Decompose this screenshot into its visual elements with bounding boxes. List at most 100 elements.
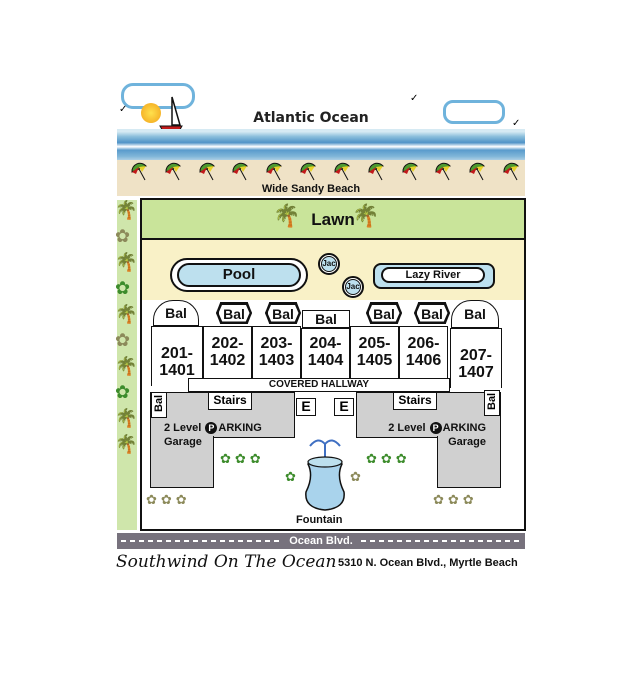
umbrella-icon (266, 162, 283, 181)
balcony-label: Bal (218, 304, 250, 322)
sun-icon (141, 103, 161, 123)
lawn-area (142, 200, 524, 240)
parking-garage-right-wing (437, 436, 501, 488)
cloud-icon (443, 100, 505, 124)
umbrella-icon (435, 162, 452, 181)
jacuzzi-1: Jac (318, 253, 340, 275)
umbrella-icon (368, 162, 384, 181)
shrub-icon: ✿ (115, 330, 131, 350)
parking-word: ARKING (442, 422, 486, 434)
pool: Pool (177, 263, 301, 287)
shrub-row: ✿✿✿ (366, 451, 411, 466)
lazy-river: Lazy River (381, 267, 485, 283)
road-label: Ocean Blvd. (289, 535, 353, 547)
stairs-left: Stairs (208, 392, 252, 410)
balcony-left-garage: Bal (151, 392, 167, 418)
palm-tree-icon: 🌴 (115, 200, 138, 220)
unit-206-1406[interactable]: 206- 1406 (399, 326, 448, 384)
elevator-right: E (334, 398, 354, 416)
parking-icon: P (429, 422, 442, 435)
balcony-207: Bal (451, 300, 499, 328)
ocean-label: Atlantic Ocean (253, 110, 369, 126)
shrub-icon: ✿ (115, 278, 131, 298)
palm-tree-icon: 🌴 (115, 434, 138, 454)
unit-204-1404[interactable]: 204- 1404 (301, 328, 350, 386)
fountain-icon (305, 439, 345, 511)
unit-202-1402[interactable]: 202- 1402 (203, 326, 252, 384)
palm-tree-icon: 🌴 (115, 304, 138, 324)
balcony-right-garage: Bal (484, 390, 500, 416)
shrub-icon: ✿ (115, 226, 131, 246)
fountain-label: Fountain (296, 514, 343, 526)
umbrella-icon (131, 162, 147, 181)
palm-tree-icon: 🌴 (273, 203, 301, 228)
balcony-202: Bal (216, 302, 252, 324)
bird-icon: ✓ (410, 93, 419, 104)
road-dashes (121, 540, 281, 542)
shrub-icon: ✿ (115, 382, 131, 402)
unit-201-1401[interactable]: 201- 1401 (151, 326, 203, 386)
umbrella-icon (401, 162, 418, 181)
balcony-201: Bal (153, 300, 199, 326)
palm-tree-icon: 🌴 (115, 356, 138, 376)
shrub-row: ✿ (350, 469, 361, 484)
unit-number: 201- (160, 345, 194, 362)
unit-number: 1407 (458, 364, 494, 381)
garage-word: Garage (164, 436, 202, 448)
palm-tree-icon: 🌴 (352, 203, 380, 228)
beach-label: Wide Sandy Beach (261, 183, 361, 195)
ocean-blvd-road: Ocean Blvd. (117, 533, 525, 549)
unit-205-1405[interactable]: 205- 1405 (350, 326, 399, 384)
shrub-row: ✿✿✿ (146, 492, 191, 507)
left-landscaping (117, 200, 137, 530)
road-dashes (361, 540, 521, 542)
shrub-row: ✿✿✿ (433, 492, 478, 507)
balcony-204: Bal (302, 310, 350, 328)
unit-number: 1405 (356, 352, 393, 369)
stairs-right: Stairs (393, 392, 437, 410)
shrub-row: ✿✿✿ (220, 451, 265, 466)
unit-number: 207- (459, 347, 493, 364)
unit-number: 1402 (209, 352, 246, 369)
left-palms: 🌴 ✿ 🌴 ✿ 🌴 ✿ 🌴 ✿ 🌴 🌴 (115, 200, 139, 454)
umbrella-icon (300, 162, 316, 181)
unit-203-1403[interactable]: 203- 1403 (252, 326, 301, 384)
balcony-label: Bal (153, 394, 165, 412)
parking-level: 2 Level (388, 422, 426, 434)
elevator-left: E (296, 398, 316, 416)
unit-207-1407[interactable]: 207- 1407 (450, 328, 502, 388)
ocean (117, 129, 525, 163)
property-address: 5310 N. Ocean Blvd., Myrtle Beach (338, 557, 518, 569)
parking-garage-left-wing (150, 436, 214, 488)
property-name: Southwind On The Ocean (116, 552, 337, 572)
umbrella-icon (469, 162, 485, 181)
balcony-label: Bal (368, 304, 400, 322)
parking-level: 2 Level (164, 422, 202, 434)
lawn-label: Lawn (311, 210, 355, 229)
palm-tree-icon: 🌴 (115, 408, 138, 428)
bird-icon: ✓ (512, 118, 521, 129)
parking-icon: P (205, 422, 218, 435)
beach (117, 160, 525, 196)
umbrella-icon (503, 162, 519, 181)
balcony-label: Bal (416, 304, 448, 322)
jacuzzi-label: Jac (321, 256, 337, 272)
balcony-205: Bal (366, 302, 402, 324)
unit-number: 1403 (258, 352, 295, 369)
jacuzzi-2: Jac (342, 276, 364, 298)
unit-number: 1406 (405, 352, 442, 369)
unit-number: 205- (358, 335, 391, 352)
balcony-203: Bal (265, 302, 301, 324)
shrub-row: ✿ (285, 469, 296, 484)
parking-word: ARKING (218, 422, 262, 434)
balcony-label: Bal (486, 392, 498, 410)
unit-number: 206- (407, 335, 440, 352)
bird-icon: ✓ (119, 104, 128, 115)
unit-number: 1401 (159, 362, 195, 379)
garage-word: Garage (448, 436, 486, 448)
umbrella-icon (334, 162, 350, 181)
balcony-label: Bal (267, 304, 299, 322)
umbrella-icon (199, 162, 215, 181)
balcony-206: Bal (414, 302, 450, 324)
